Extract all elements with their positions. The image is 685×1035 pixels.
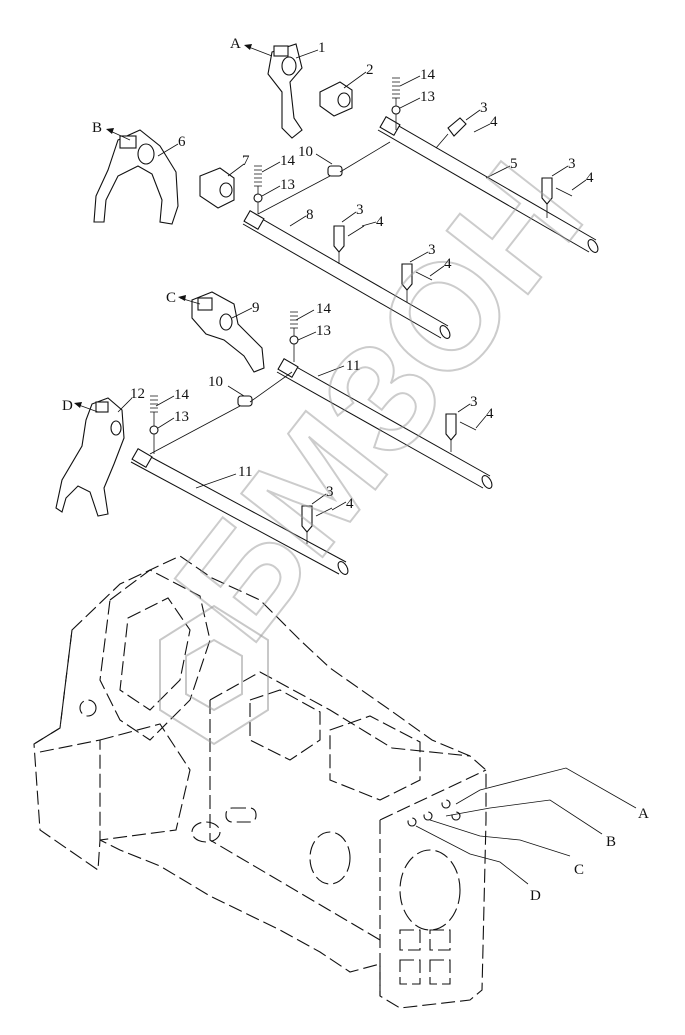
callout-10-b: 10	[208, 374, 223, 390]
callout-14-c: 14	[316, 301, 332, 317]
bolt-3-f	[301, 505, 333, 544]
callout-14-b: 14	[280, 153, 296, 169]
housing-port-leaders	[415, 767, 637, 885]
callout-14-d: 14	[174, 387, 190, 403]
transmission-housing	[33, 555, 487, 1009]
arrow-D	[74, 402, 99, 413]
spring-14-low2	[149, 395, 159, 454]
callout-5: 5	[510, 156, 518, 172]
plug-10-top	[257, 141, 391, 215]
bolt-3-d	[401, 263, 433, 302]
label-B-bottom: B	[606, 834, 616, 850]
callout-2: 2	[366, 62, 374, 78]
arrow-B	[106, 128, 131, 141]
label-D-top: D	[62, 398, 73, 414]
callout-3-c: 3	[356, 202, 364, 218]
callout-3-b: 3	[568, 156, 576, 172]
callout-13-c: 13	[316, 323, 331, 339]
callout-13-d: 13	[174, 409, 189, 425]
callout-3-e: 3	[470, 394, 478, 410]
callout-3-d: 3	[428, 242, 436, 258]
label-D-bottom: D	[530, 888, 541, 904]
callout-4-b: 4	[586, 170, 594, 186]
callout-7: 7	[242, 153, 250, 169]
shift-block-7	[199, 167, 235, 209]
label-A-top: A	[230, 36, 241, 52]
arrow-A	[244, 44, 273, 57]
spring-14-top	[391, 77, 401, 130]
label-C-top: C	[166, 290, 176, 306]
shift-fork-1	[267, 43, 303, 139]
bolt-3-a	[435, 117, 467, 149]
callout-11-a: 11	[346, 358, 360, 374]
callout-12: 12	[130, 386, 145, 402]
shift-fork-6	[93, 129, 179, 225]
callout-10-a: 10	[298, 144, 313, 160]
shift-rod-8	[242, 210, 451, 339]
callout-13-b: 13	[280, 177, 295, 193]
shift-fork-9	[191, 291, 265, 373]
label-A-bottom: A	[638, 806, 649, 822]
shift-rod-11-lower	[130, 448, 349, 575]
callout-8: 8	[306, 207, 314, 223]
callout-4-d: 4	[444, 256, 452, 272]
plug-10-low	[149, 371, 293, 455]
label-B-top: B	[92, 120, 102, 136]
shift-rod-11-upper	[276, 358, 493, 489]
callout-9: 9	[252, 300, 260, 316]
spring-14-low1	[289, 311, 299, 362]
callout-3-a: 3	[480, 100, 488, 116]
callout-4-f: 4	[346, 496, 354, 512]
callout-6: 6	[178, 134, 186, 150]
spring-14-mid	[253, 165, 263, 214]
callout-13-a: 13	[420, 89, 435, 105]
bolt-3-b	[541, 177, 573, 218]
callout-11-b: 11	[238, 464, 252, 480]
shift-rod-5	[377, 116, 599, 253]
shift-block-2	[319, 81, 353, 117]
label-C-bottom: C	[574, 862, 584, 878]
callout-4-a: 4	[490, 114, 498, 130]
callout-leaders	[117, 49, 587, 511]
callout-1: 1	[318, 40, 326, 56]
bolt-3-e	[445, 413, 477, 452]
bolt-3-c	[333, 225, 365, 264]
callout-4-e: 4	[486, 406, 494, 422]
shift-fork-12	[55, 397, 125, 517]
arrow-C	[178, 295, 201, 305]
callout-4-c: 4	[376, 214, 384, 230]
callout-14-a: 14	[420, 67, 436, 83]
callout-3-f: 3	[326, 484, 334, 500]
